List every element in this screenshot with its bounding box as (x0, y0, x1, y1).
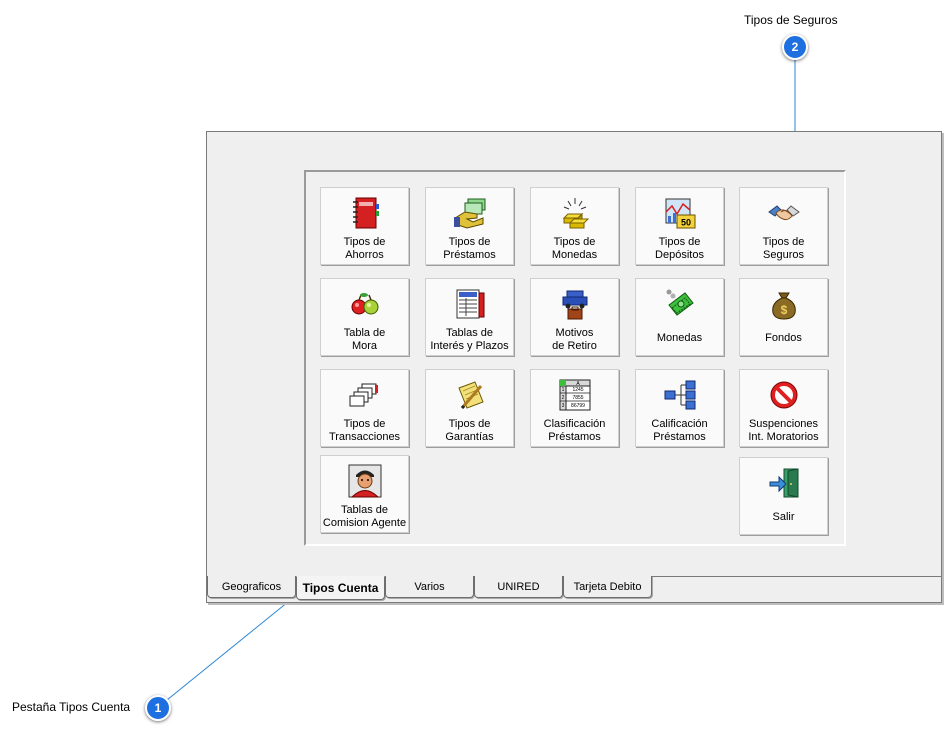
button-label: Tipos de Transacciones (328, 418, 401, 443)
button-label: Tipos de Seguros (762, 236, 805, 261)
deposit-chart-icon: 50 (664, 198, 695, 229)
salir-button[interactable]: Salir (739, 457, 828, 535)
tipos-depositos-button[interactable]: 50 Tipos de Depósitos (635, 187, 724, 265)
fruit-icon (351, 293, 378, 315)
callout-2-text: Tipos de Seguros (744, 13, 838, 27)
tabla-mora-button[interactable]: Tabla de Mora (320, 278, 409, 356)
exit-door-icon (769, 468, 798, 498)
agent-portrait-icon (348, 464, 381, 498)
tipos-ahorros-button[interactable]: Tipos de Ahorros (320, 187, 409, 265)
button-label: Motivos de Retiro (552, 327, 597, 352)
button-label: Tipos de Ahorros (343, 236, 386, 261)
table-sheet-icon (456, 289, 484, 319)
spreadsheet-icon: A 1 1245 2 7855 3 86799 (559, 379, 590, 411)
button-label: Monedas (656, 332, 703, 344)
tipos-garantias-button[interactable]: Tipos de Garantías (425, 369, 514, 447)
button-label: Clasificación Préstamos (543, 418, 606, 443)
button-label: Tipos de Garantías (445, 418, 494, 443)
button-label: Tipos de Préstamos (443, 236, 496, 261)
button-label: Tablas de Comision Agente (322, 504, 407, 529)
tipos-monedas-button[interactable]: Tipos de Monedas (530, 187, 619, 265)
spreadsheet-cell-3: 86799 (571, 403, 585, 409)
tab-geograficos[interactable]: Geograficos (207, 576, 296, 598)
tipos-seguros-button[interactable]: Tipos de Seguros (739, 187, 828, 265)
button-label: Tablas de Interés y Plazos (430, 327, 509, 352)
svg-text:$: $ (780, 303, 787, 317)
callout-1-text: Pestaña Tipos Cuenta (12, 700, 131, 714)
app-window: Tipos de Ahorros Tipos de Préstamos (206, 131, 942, 603)
tipos-prestamos-button[interactable]: Tipos de Préstamos (425, 187, 514, 265)
button-label: Fondos (765, 332, 802, 344)
clasificacion-prestamos-button[interactable]: A 1 1245 2 7855 3 86799 Clasificación Pr… (530, 369, 619, 447)
tab-unired[interactable]: UNIRED (474, 576, 563, 598)
suspenciones-int-moratorios-button[interactable]: Suspenciones Int. Moratorios (739, 369, 828, 447)
money-bag-icon: $ (771, 292, 796, 320)
monedas-button[interactable]: Monedas (635, 278, 724, 356)
button-label: Tipos de Depósitos (655, 236, 704, 261)
spreadsheet-col-a: A (576, 381, 580, 387)
spreadsheet-cell-2: 7855 (572, 395, 583, 401)
tab-tipos-cuenta[interactable]: Tipos Cuenta (296, 576, 385, 600)
no-entry-icon (770, 381, 797, 409)
note-pencil-icon (457, 381, 484, 410)
tipos-transacciones-button[interactable]: Tipos de Transacciones (320, 369, 409, 447)
stacked-cards-icon (349, 383, 378, 407)
handshake-icon (767, 205, 800, 221)
fondos-button[interactable]: $ Fondos (739, 278, 828, 356)
callout-1-badge: 1 (145, 695, 171, 721)
button-panel: Tipos de Ahorros Tipos de Préstamos (304, 170, 846, 546)
money-hand-icon (453, 198, 485, 229)
tab-tarjeta-debito[interactable]: Tarjeta Debito (563, 576, 652, 598)
button-label: Tipos de Monedas (551, 236, 598, 261)
spreadsheet-cell-1: 1245 (572, 387, 583, 393)
tablas-interes-plazos-button[interactable]: Tablas de Interés y Plazos (425, 278, 514, 356)
gold-bars-icon (562, 198, 589, 229)
spreadsheet-row-1: 1 (561, 387, 564, 393)
button-label: Calificación Préstamos (651, 418, 708, 443)
org-chart-icon (664, 380, 695, 410)
notebook-icon (352, 197, 379, 229)
calificacion-prestamos-button[interactable]: Calificación Préstamos (635, 369, 724, 447)
tab-varios[interactable]: Varios (385, 576, 474, 598)
spreadsheet-row-2: 2 (561, 395, 564, 401)
tab-bar: Geograficos Tipos Cuenta Varios UNIRED T… (207, 576, 941, 603)
button-label: Tabla de Mora (343, 327, 386, 352)
deposit-badge-number: 50 (680, 218, 690, 228)
button-label: Suspenciones Int. Moratorios (748, 418, 819, 443)
car-briefcase-icon (562, 290, 587, 320)
tablas-comision-agente-button[interactable]: Tablas de Comision Agente (320, 455, 409, 533)
button-label: Salir (772, 511, 795, 523)
banknote-icon (666, 289, 694, 316)
callout-2-badge: 2 (782, 34, 808, 60)
spreadsheet-row-3: 3 (561, 403, 564, 409)
motivos-retiro-button[interactable]: Motivos de Retiro (530, 278, 619, 356)
